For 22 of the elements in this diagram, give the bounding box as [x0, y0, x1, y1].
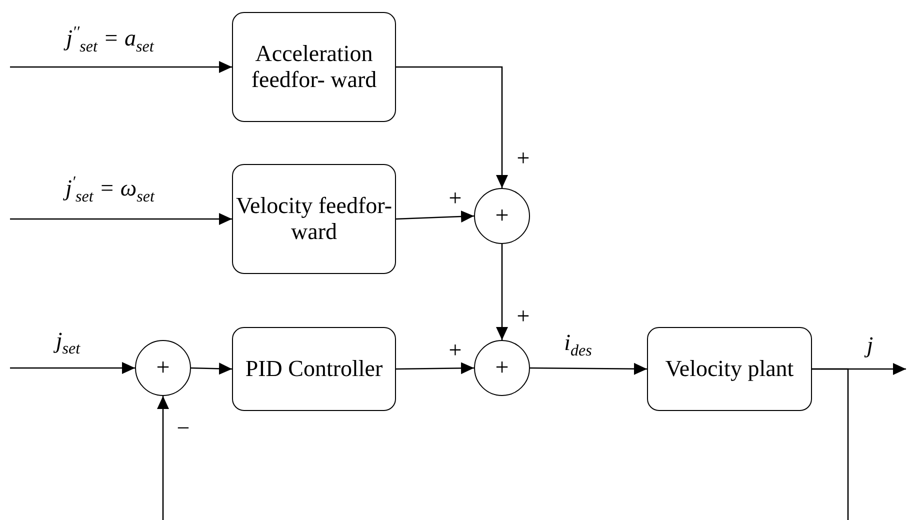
- arrow: [157, 396, 169, 520]
- block-label: Acceleration feedfor- ward: [250, 40, 378, 94]
- arrow: [10, 213, 232, 225]
- arrow: [10, 61, 232, 73]
- block-box: [647, 327, 812, 411]
- block-box: [232, 327, 396, 411]
- block-box: [232, 12, 396, 122]
- arrow: [396, 362, 474, 374]
- block-label: Velocity plant: [665, 356, 794, 382]
- arrow: [396, 66, 508, 188]
- block-box: [232, 164, 396, 274]
- arrow: [396, 210, 474, 222]
- sign: +: [156, 354, 170, 382]
- arrow: [530, 362, 647, 375]
- signal-line: [812, 368, 849, 520]
- block-label: Velocity feedfor- ward: [235, 192, 393, 246]
- arrow: [190, 362, 232, 375]
- block-label: PID Controller: [245, 356, 383, 382]
- sign: +: [495, 202, 509, 230]
- arrow: [496, 244, 508, 340]
- arrow: [10, 362, 135, 374]
- sign: +: [495, 354, 509, 382]
